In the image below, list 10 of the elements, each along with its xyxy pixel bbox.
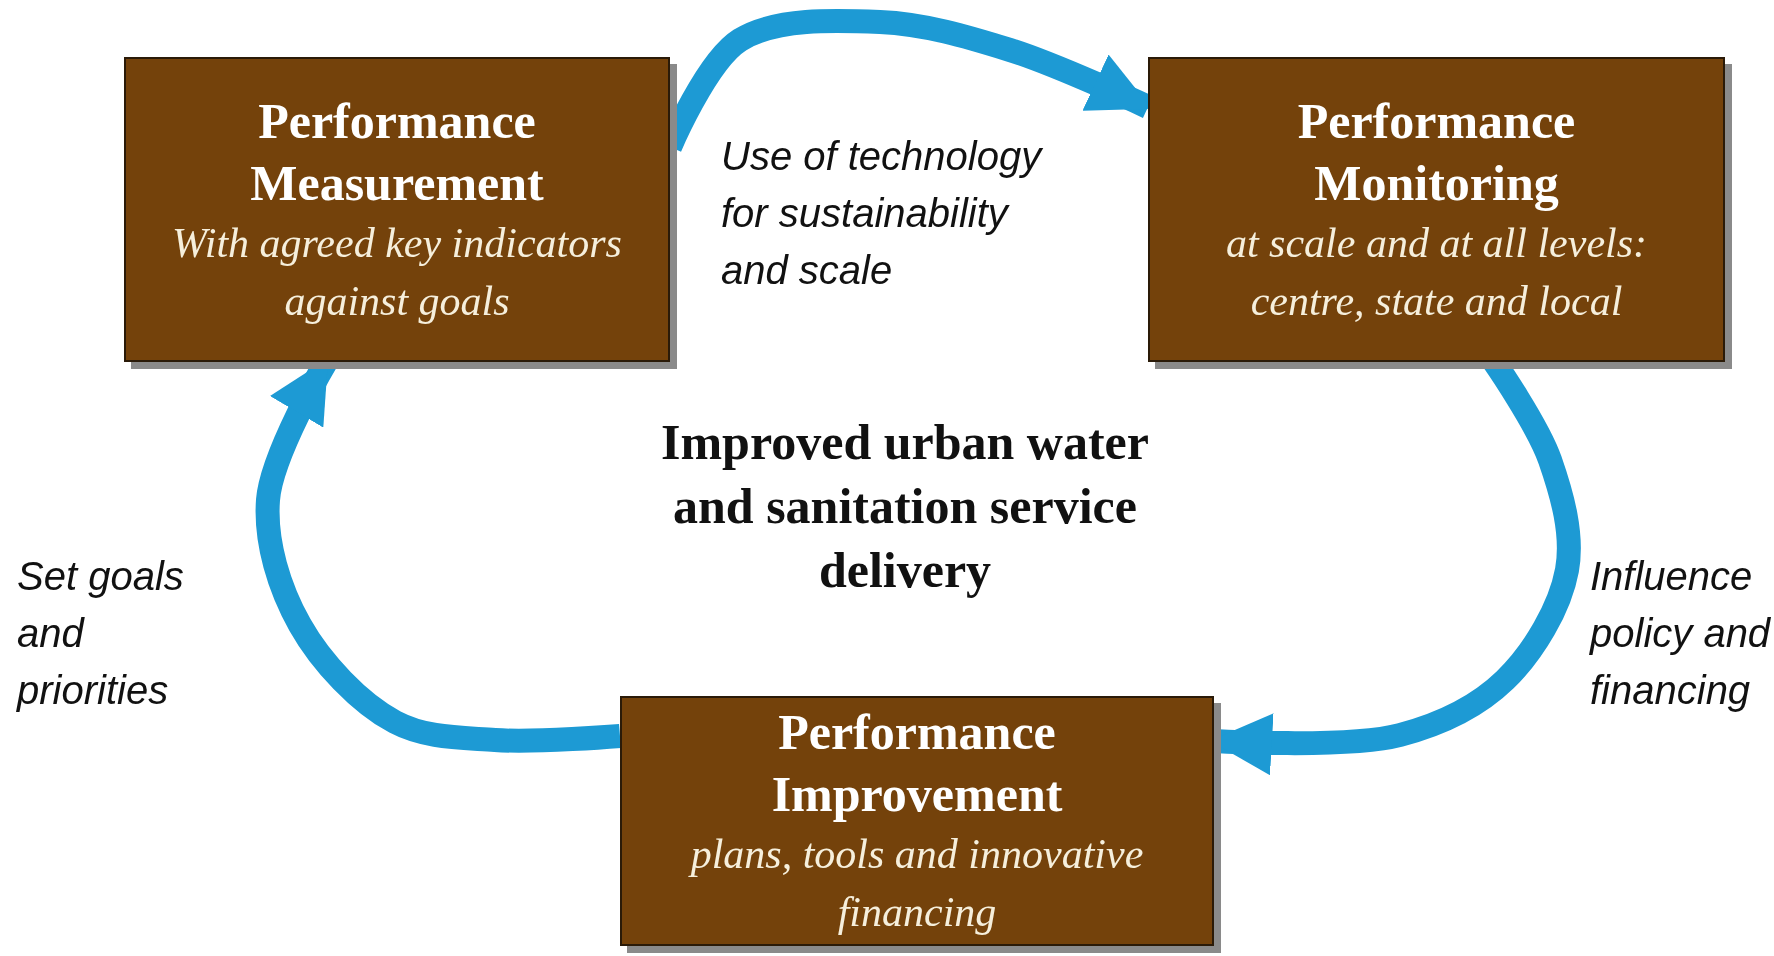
box-title: Performance Monitoring: [1296, 91, 1577, 213]
box-title: Performance Improvement: [770, 703, 1064, 824]
edge-label: Influence policy and financing: [1590, 553, 1772, 714]
box-title: Performance Measurement: [249, 91, 545, 213]
edge-label: Use of technology for sustainability and scale: [721, 133, 1044, 294]
center-text: Improved urban water and sanitation service delivery: [660, 413, 1150, 600]
box-subtitle: plans, tools and innovative financing: [687, 830, 1145, 937]
edge-label: Set goals and priorities: [17, 553, 185, 714]
box-subtitle: With agreed key indicators against goals: [171, 218, 623, 326]
box-subtitle: at scale and at all levels: centre, state and local: [1224, 218, 1649, 326]
